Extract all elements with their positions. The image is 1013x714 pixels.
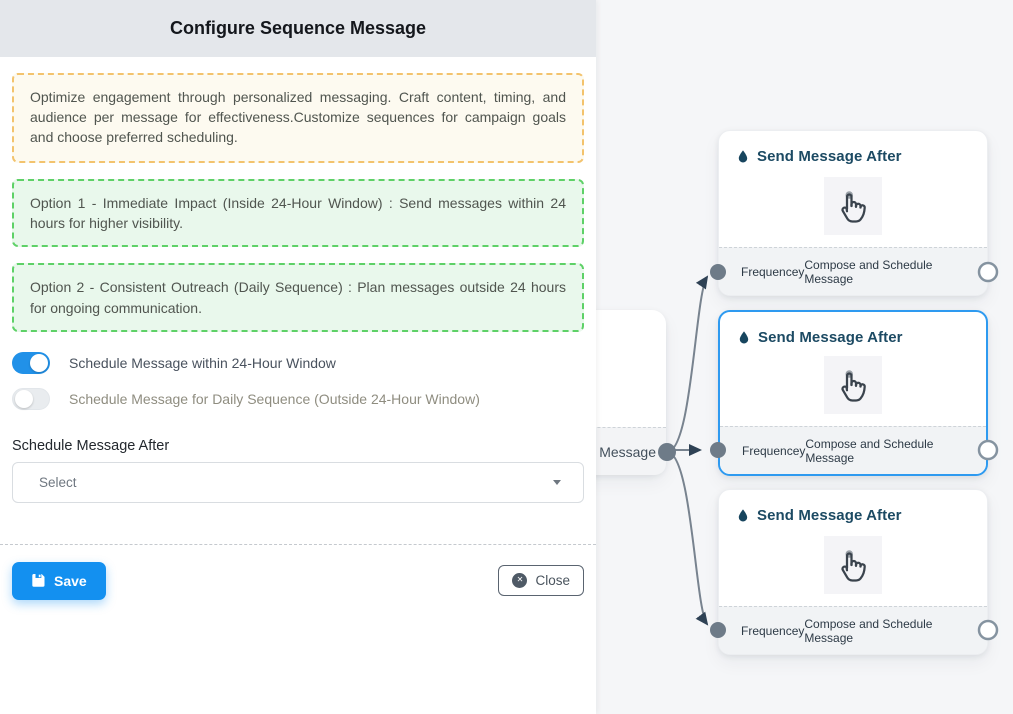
toggle-daily-sequence-label: Schedule Message for Daily Sequence (Out… bbox=[69, 390, 480, 407]
node-send-message-after-1[interactable]: Send Message After Frequencey Compose an… bbox=[718, 130, 988, 296]
edge-to-node-3 bbox=[666, 451, 709, 626]
hand-pointer-click-icon[interactable] bbox=[824, 177, 882, 235]
toggle-within-24-hour[interactable] bbox=[12, 351, 50, 374]
toggle-within-24-hour-label: Schedule Message within 24-Hour Window bbox=[69, 354, 336, 371]
node-footer-frequency[interactable]: Frequencey bbox=[741, 623, 805, 638]
circle-x-icon bbox=[512, 572, 528, 588]
schedule-after-select[interactable]: Select bbox=[12, 461, 584, 503]
node-title: Send Message After bbox=[757, 507, 902, 524]
option-2-note: Option 2 - Consistent Outreach (Daily Se… bbox=[12, 263, 584, 332]
option-1-note: Option 1 - Immediate Impact (Inside 24-H… bbox=[12, 178, 584, 248]
toggle-knob bbox=[30, 353, 48, 372]
toggle-knob bbox=[15, 389, 33, 408]
node-footer-compose[interactable]: Compose and Schedule Message bbox=[804, 257, 933, 286]
node-footer-frequency[interactable]: Frequencey bbox=[741, 264, 805, 279]
partial-node-footer-label: ce Message bbox=[596, 443, 656, 460]
node-footer-compose[interactable]: Compose and Schedule Message bbox=[805, 436, 934, 465]
node-send-message-after-3[interactable]: Send Message After Frequencey Compose an… bbox=[718, 489, 988, 655]
node-footer-frequency[interactable]: Frequencey bbox=[742, 443, 806, 458]
description-note: Optimize engagement through personalized… bbox=[12, 73, 584, 163]
save-button[interactable]: Save bbox=[12, 561, 106, 600]
node-send-message-after-2[interactable]: Send Message After Frequencey Compose an… bbox=[718, 310, 988, 476]
node-title: Send Message After bbox=[757, 148, 902, 165]
chevron-down-icon bbox=[553, 479, 561, 485]
save-button-label: Save bbox=[54, 572, 87, 589]
close-button-label: Close bbox=[535, 572, 570, 588]
page-title: Configure Sequence Message bbox=[0, 0, 596, 57]
floppy-disk-icon bbox=[32, 574, 45, 587]
edge-to-node-1 bbox=[666, 275, 709, 453]
node-title: Send Message After bbox=[758, 329, 903, 346]
hand-pointer-click-icon[interactable] bbox=[824, 356, 882, 414]
hand-pointer-click-icon[interactable] bbox=[824, 536, 882, 594]
close-button[interactable]: Close bbox=[498, 564, 584, 596]
water-drop-icon bbox=[739, 331, 749, 344]
footer-divider bbox=[0, 543, 596, 545]
node-footer-compose[interactable]: Compose and Schedule Message bbox=[804, 616, 933, 645]
flow-canvas[interactable]: ce Message Send Message After Frequencey… bbox=[596, 0, 1013, 714]
select-placeholder: Select bbox=[39, 474, 77, 490]
water-drop-icon bbox=[738, 150, 748, 163]
toggle-daily-sequence[interactable] bbox=[12, 387, 50, 410]
configure-sequence-panel: Configure Sequence Message Optimize enga… bbox=[0, 0, 596, 714]
water-drop-icon bbox=[738, 509, 748, 522]
schedule-after-label: Schedule Message After bbox=[12, 437, 170, 454]
node-partial[interactable]: ce Message bbox=[596, 310, 666, 475]
